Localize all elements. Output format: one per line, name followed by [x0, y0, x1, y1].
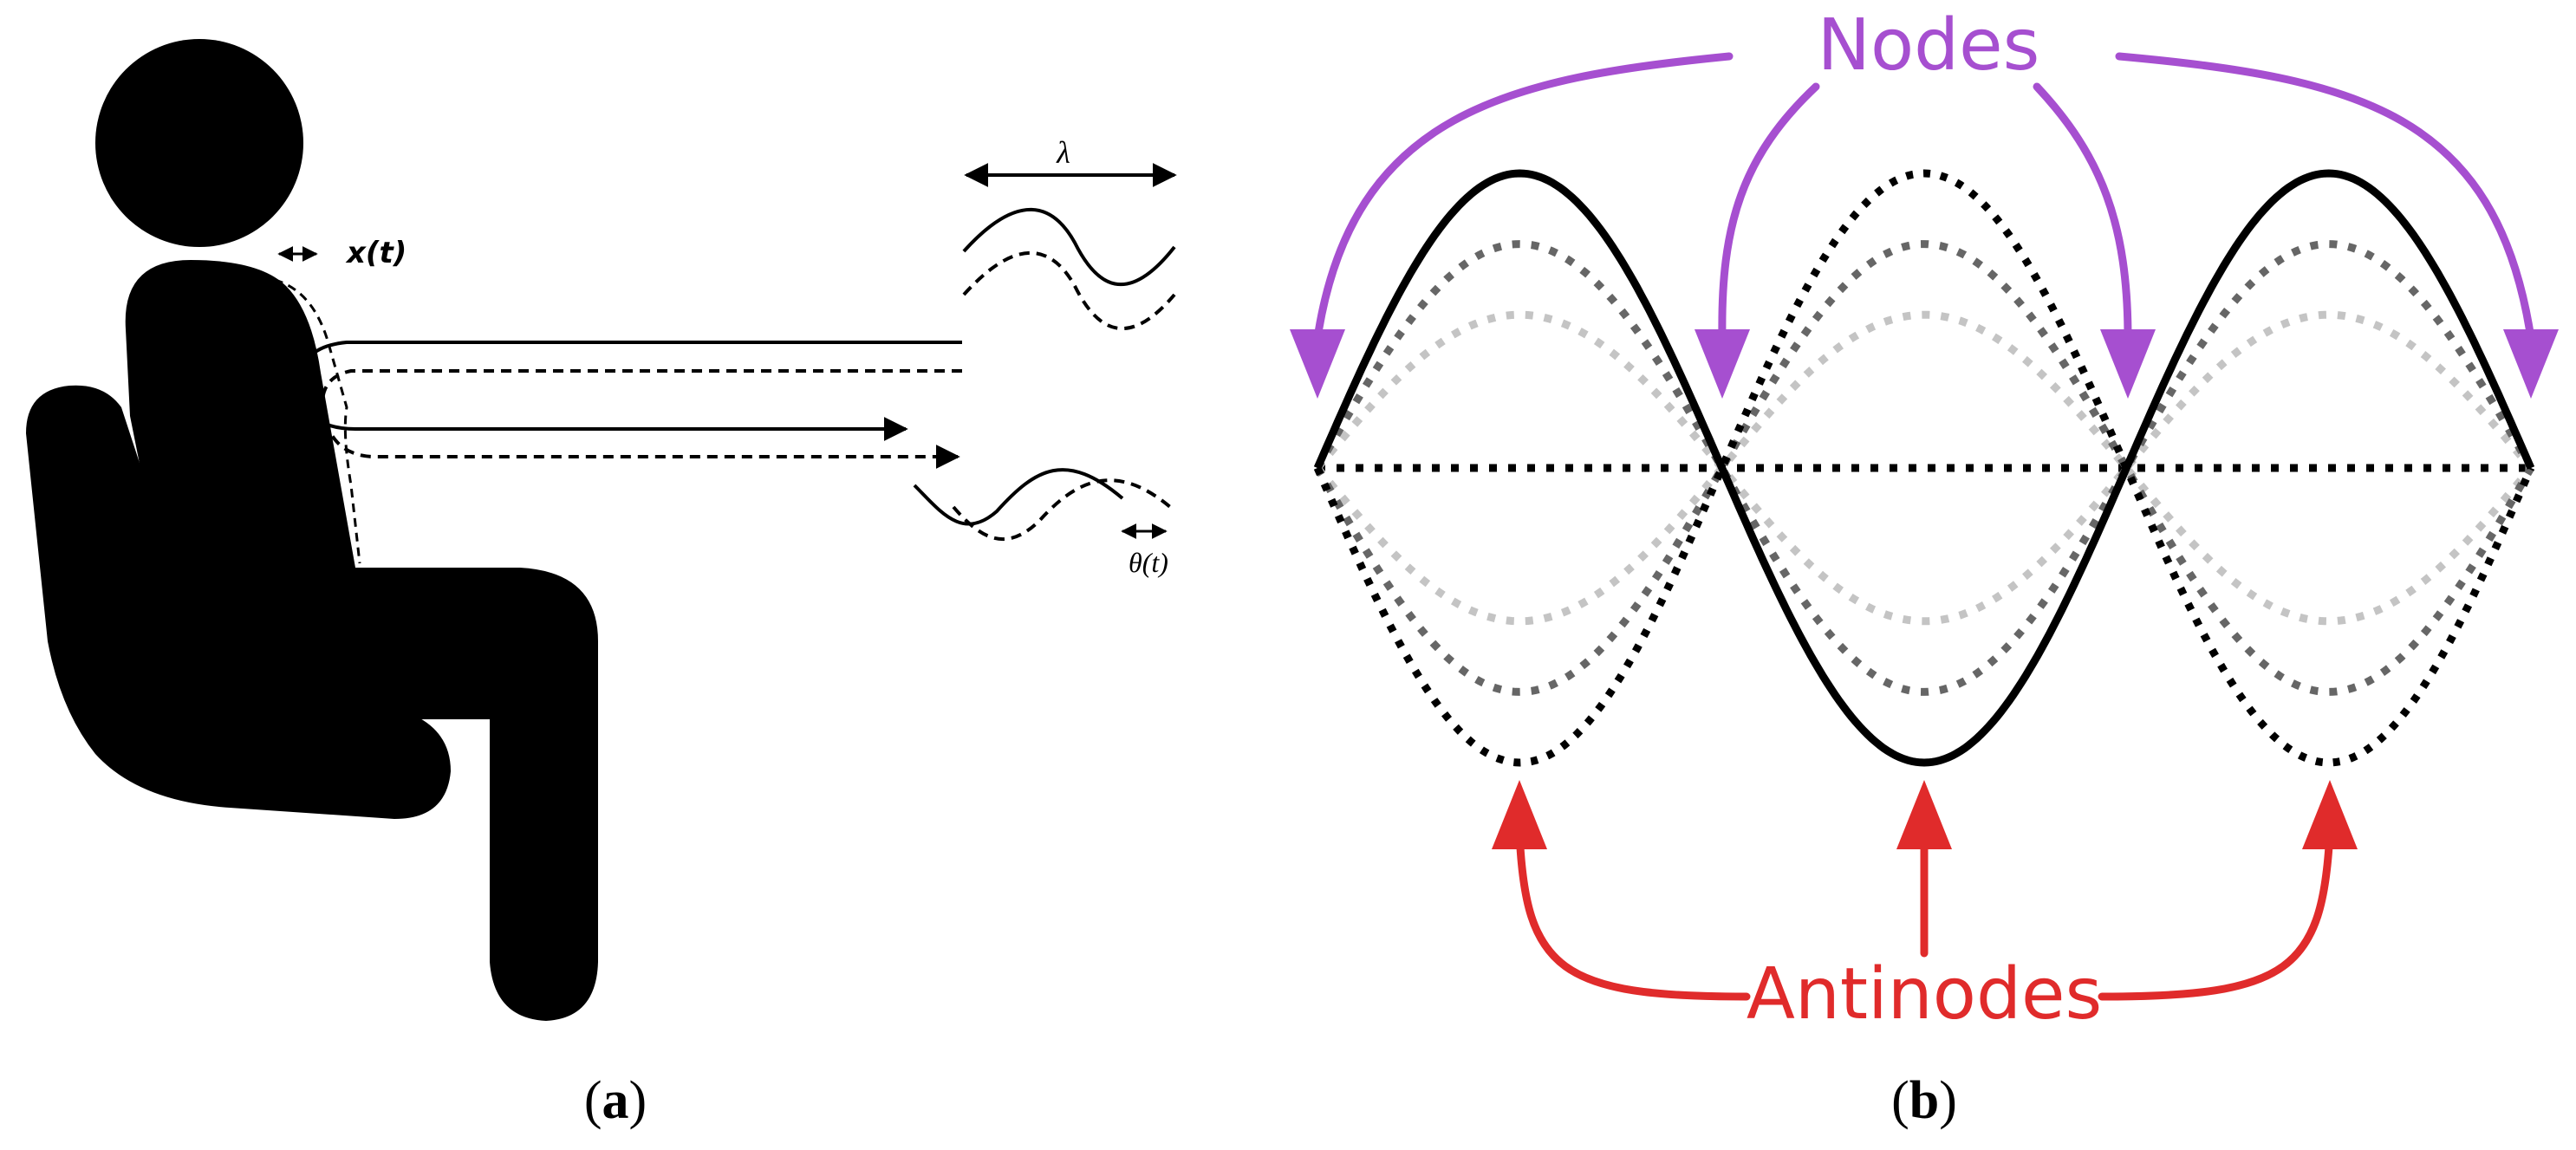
standing-wave-curves	[1313, 169, 2535, 767]
phase-shift-label: θ(t)	[1129, 547, 1168, 578]
wave-dotted-black	[1313, 169, 2535, 767]
panel-b-standing-wave-diagram: Nodes Antinodes (b)	[1290, 4, 2559, 1130]
node-arrowhead-4	[2503, 329, 2559, 399]
node-arrowhead-2	[1695, 329, 1750, 399]
antinode-arrowhead-2	[1896, 780, 1952, 849]
person-head-icon	[95, 39, 303, 247]
node-arrow-1	[1313, 52, 1734, 342]
lower-wave-dashed	[952, 478, 1172, 542]
panel-a-caption: (a)	[584, 1071, 647, 1130]
wave-mid-gray-down	[1314, 240, 2534, 696]
antinode-arrowhead-1	[1492, 780, 1547, 849]
antinode-arrowhead-3	[2302, 780, 2358, 849]
node-arrow-4	[2115, 52, 2535, 342]
node-arrows	[1313, 52, 2535, 342]
node-arrow-2	[1718, 82, 1820, 342]
emitted-beam-solid	[296, 341, 962, 441]
nodes-label: Nodes	[1818, 4, 2040, 87]
wave-solid-black	[1313, 169, 2535, 767]
upper-wave-solid	[962, 207, 1176, 287]
wavelength-label: λ	[1056, 135, 1070, 170]
upper-wave-dashed	[962, 250, 1176, 331]
wave-mid-gray-up	[1314, 240, 2534, 696]
antinode-arrow-3	[2098, 828, 2334, 1001]
panel-b-caption: (b)	[1891, 1071, 1957, 1130]
antinode-arrowheads	[1492, 780, 2358, 849]
panel-a-person-wave-diagram: x(t) λ θ(t) (a)	[26, 39, 1177, 1130]
node-arrowhead-3	[2100, 329, 2156, 399]
x-displacement-label: x(t)	[345, 236, 407, 270]
person-torso-icon	[125, 260, 599, 1021]
wave-light-gray-up	[1314, 310, 2534, 626]
node-arrowheads	[1290, 329, 2559, 399]
node-arrowhead-1	[1290, 329, 1345, 399]
wave-light-gray-down	[1314, 310, 2534, 626]
antinode-arrows	[1515, 828, 2334, 1001]
node-arrow-3	[2033, 82, 2132, 342]
antinode-arrow-1	[1515, 828, 1751, 1001]
emitted-beam-dashed	[320, 369, 962, 469]
antinodes-label: Antinodes	[1747, 953, 2102, 1036]
lower-wave-solid	[913, 468, 1124, 526]
